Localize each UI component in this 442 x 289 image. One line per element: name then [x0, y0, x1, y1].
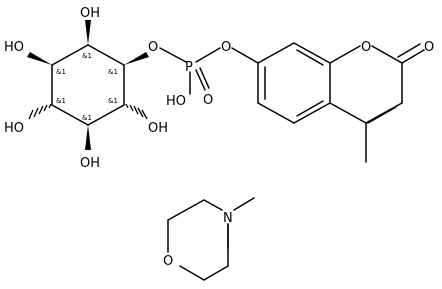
atom-label-oh: OH	[148, 121, 168, 136]
wedge-bond	[27, 52, 52, 65]
stereo-label: &1	[82, 114, 92, 122]
wedge-bond	[124, 52, 149, 65]
atom-label-o: O	[203, 93, 213, 108]
stereo-label: &1	[108, 97, 118, 105]
atom-label-o: O	[424, 40, 434, 55]
wedge-bond	[85, 125, 91, 150]
atom-label-n: N	[223, 211, 233, 226]
hashed-bond	[28, 103, 52, 120]
inositol-ring	[51, 44, 125, 126]
coumarin-pyrone-ring	[329, 43, 425, 163]
morpholine-ring	[167, 197, 255, 281]
stereo-annotations: &1 &1 &1 &1 &1 &1	[56, 52, 118, 122]
atom-labels: OH HO HO OH OH O P HO O O O O N O	[4, 6, 434, 269]
stereo-label: &1	[56, 68, 66, 76]
atom-label-o: O	[148, 40, 158, 55]
stereo-label: &1	[56, 97, 66, 105]
atom-label-o: O	[361, 40, 371, 55]
stereo-label: &1	[82, 52, 92, 60]
atom-label-p: P	[185, 60, 193, 75]
atom-label-oh: OH	[80, 156, 100, 171]
wedge-bond	[85, 20, 91, 45]
phosphate-bonds	[159, 47, 259, 95]
coumarin-benzo-ring	[257, 42, 331, 124]
atom-label-o: O	[163, 254, 173, 269]
atom-label-ho: HO	[4, 40, 24, 55]
hashed-bond	[125, 103, 148, 120]
atom-label-ho: HO	[166, 94, 186, 109]
atom-label-o: O	[221, 40, 231, 55]
stereo-label: &1	[108, 68, 118, 76]
atom-label-ho: HO	[4, 121, 24, 136]
atom-label-oh: OH	[80, 6, 100, 21]
inositol-substituent-bonds	[27, 20, 149, 150]
